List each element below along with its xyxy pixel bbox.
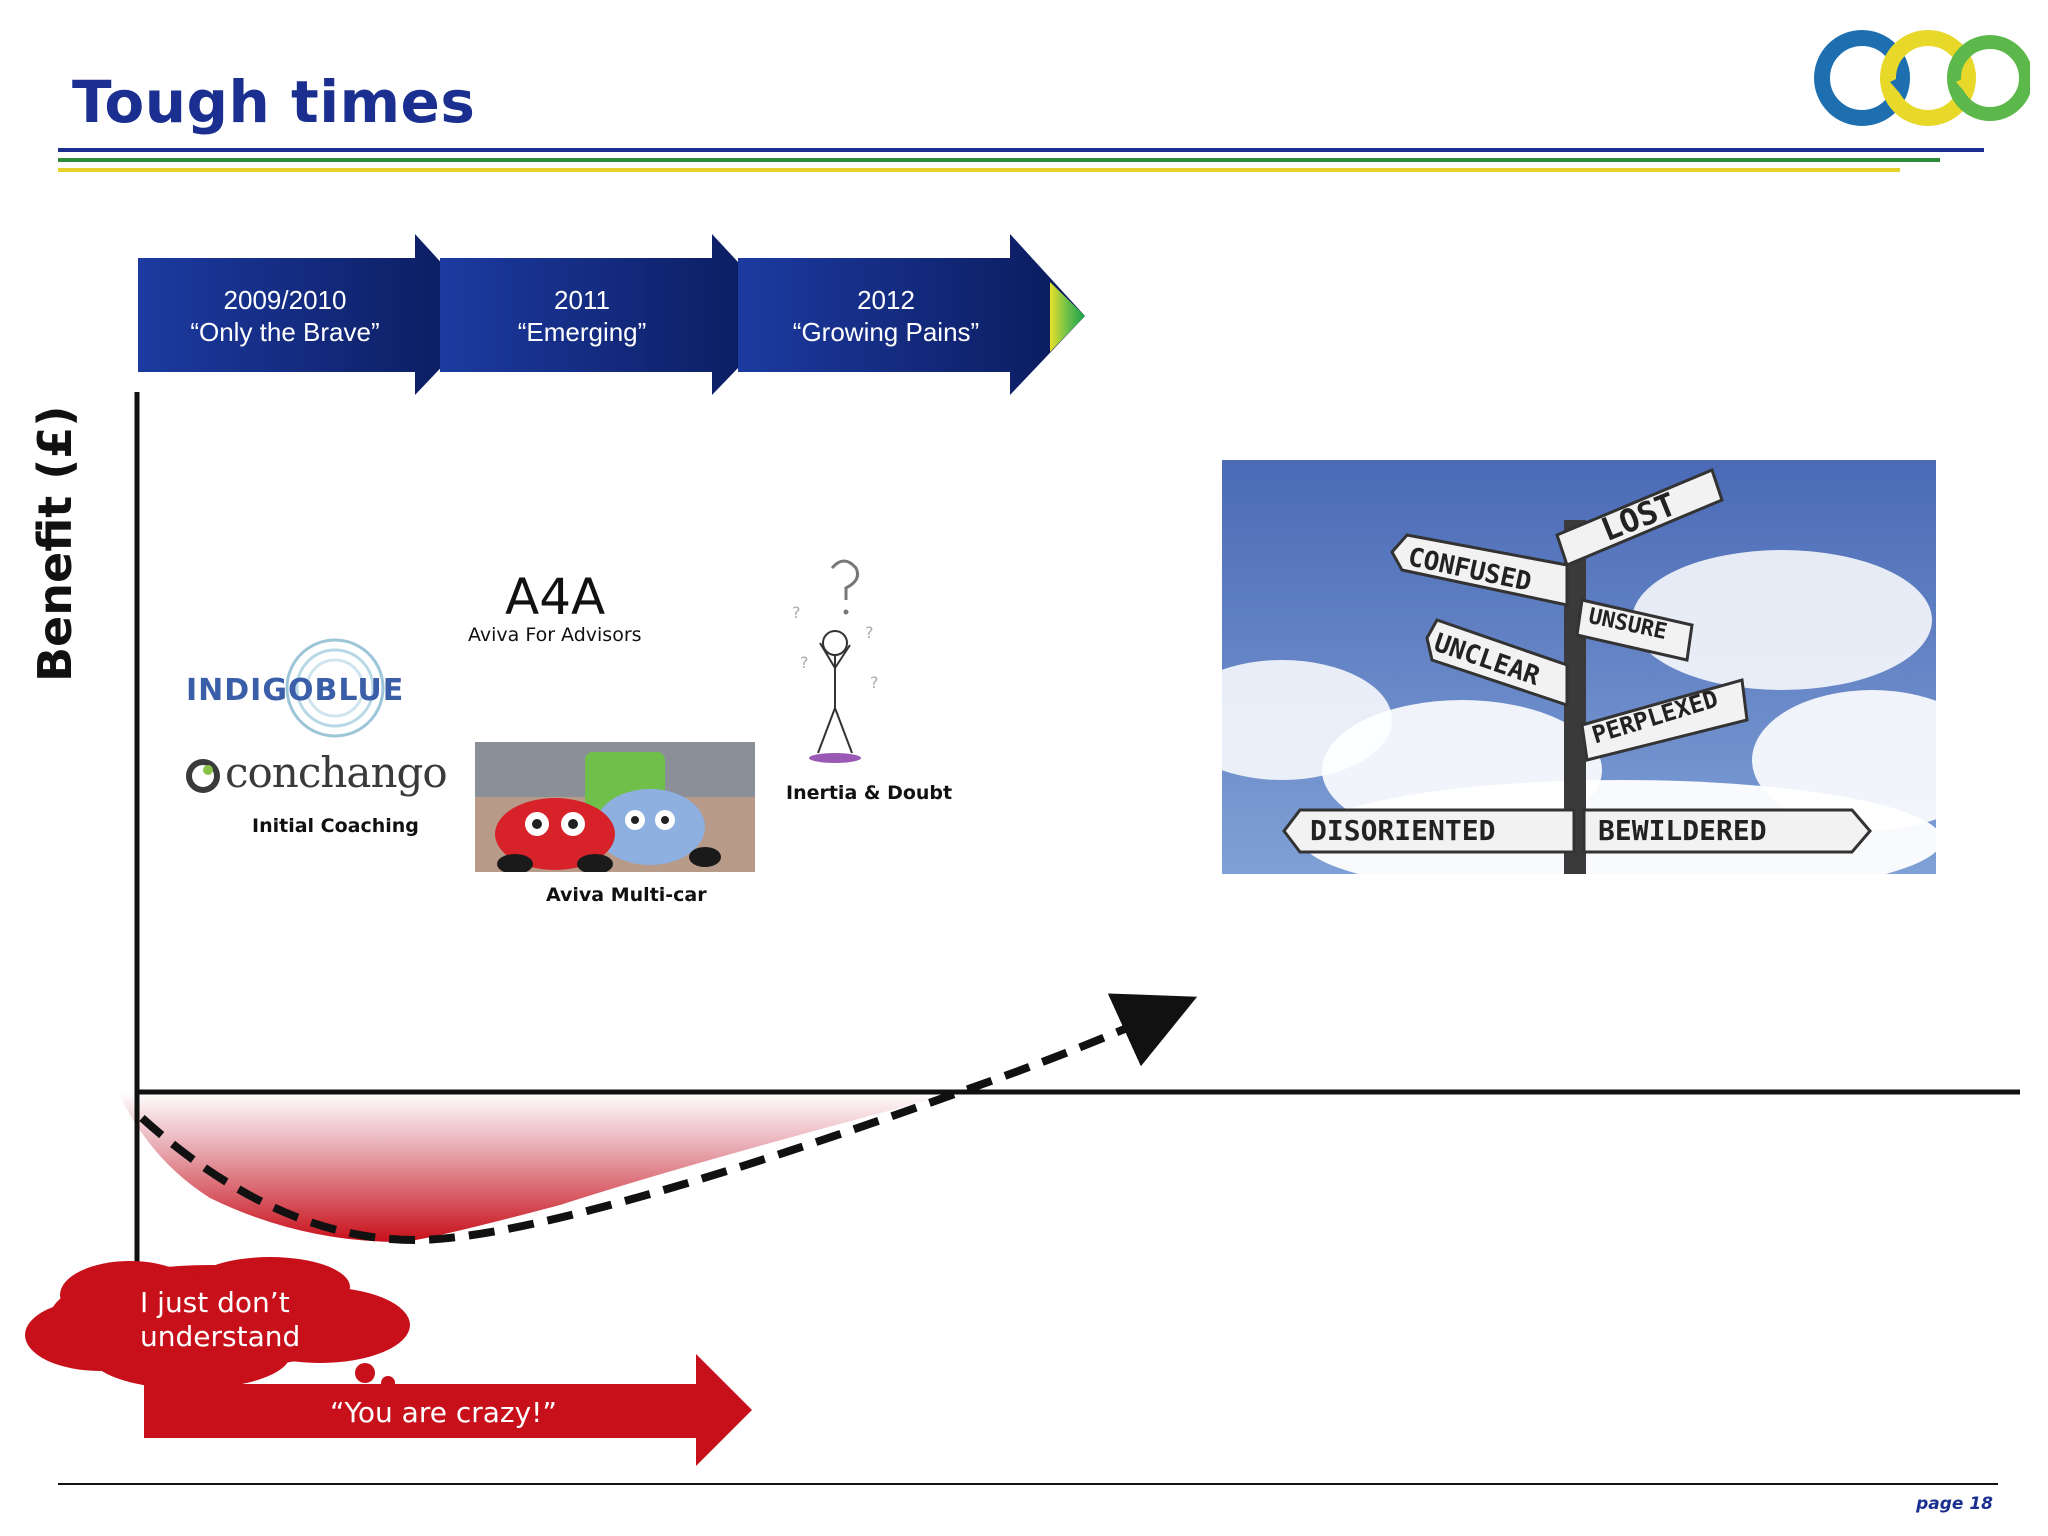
phase-1-year: 2009/2010 [223, 285, 347, 315]
initial-coaching-caption: Initial Coaching [252, 815, 419, 837]
signpost-scene [1222, 467, 1936, 874]
thought-line-1: I just don’t [140, 1286, 290, 1319]
svg-text:?: ? [800, 653, 809, 672]
timeline-arrows [138, 234, 1085, 395]
benefit-curve [139, 993, 1198, 1245]
indigoblue-logo: INDIGOBLUE [186, 673, 405, 708]
svg-text:?: ? [792, 603, 801, 622]
phase-2-year: 2011 [554, 285, 610, 315]
sign-disoriented: DISORIENTED [1310, 814, 1496, 847]
multicar-caption: Aviva Multi-car [546, 884, 707, 906]
phase-1-label: 2009/2010 “Only the Brave” [170, 284, 400, 348]
conchango-circle-icon [186, 759, 220, 793]
indigoblue-swirl-icon [285, 638, 385, 738]
inertia-caption: Inertia & Doubt [786, 782, 953, 804]
phase-3-name: “Growing Pains” [792, 317, 980, 347]
header-rule-green [58, 158, 1940, 162]
toy-cars-image [475, 742, 755, 872]
header-rule-yellow [58, 168, 1900, 172]
loss-area [118, 1092, 960, 1242]
phase-2-label: 2011 “Emerging” [472, 284, 692, 348]
svg-text:?: ? [870, 673, 879, 692]
a4a-title: A4A [505, 568, 606, 626]
phase-2-name: “Emerging” [517, 317, 647, 347]
confused-person-icon: ? ? ? ? [792, 559, 879, 763]
phase-1-name: “Only the Brave” [190, 317, 380, 347]
header-rule-navy [58, 148, 1984, 152]
thought-bubble-text: I just don’t understand [140, 1286, 300, 1354]
crazy-arrow [144, 1354, 752, 1466]
thought-line-2: understand [140, 1320, 301, 1353]
page-number: page 18 [1916, 1494, 1993, 1514]
phase-3-year: 2012 [857, 285, 915, 315]
thought-bubble [25, 1257, 410, 1390]
phase-3-label: 2012 “Growing Pains” [766, 284, 1006, 348]
page-title: Tough times [72, 68, 476, 136]
conchango-logo: conchango [225, 748, 448, 797]
three-rings-logo [1814, 30, 2030, 126]
a4a-subtitle: Aviva For Advisors [468, 624, 642, 646]
crazy-arrow-text: “You are crazy!” [330, 1396, 557, 1429]
svg-text:?: ? [865, 623, 874, 642]
signpost-photo: LOST CONFUSED UNSURE UNCLEAR PERPLEXED D… [1222, 460, 1936, 874]
sign-bewildered: BEWILDERED [1598, 814, 1767, 847]
